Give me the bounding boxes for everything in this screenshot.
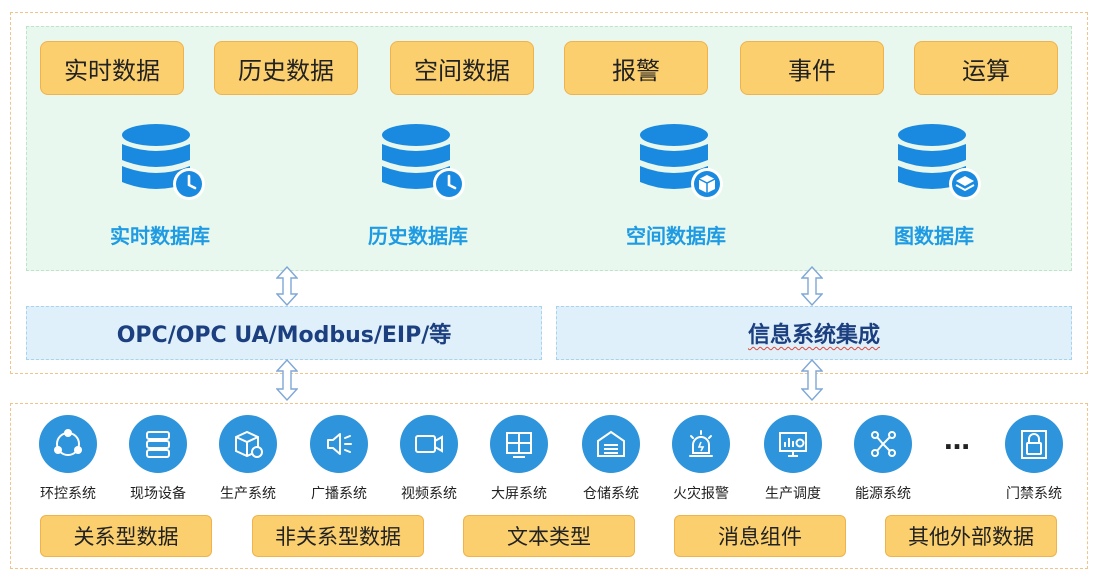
btn-nonrelational-data[interactable]: 非关系型数据 (252, 515, 424, 557)
btn-history-data[interactable]: 历史数据 (214, 41, 358, 95)
system-item-dispatch[interactable]: 生产调度 (748, 415, 838, 503)
system-label: 现场设备 (130, 486, 186, 502)
server-icon (129, 415, 187, 473)
warehouse-icon (582, 415, 640, 473)
screen-grid-icon (490, 415, 548, 473)
box-gear-icon (219, 415, 277, 473)
system-item-access[interactable]: 门禁系统 (989, 415, 1079, 503)
system-item-warehouse[interactable]: 仓储系统 (566, 415, 656, 503)
lock-icon (1005, 415, 1063, 473)
database-label-realtime: 实时数据库 (110, 224, 210, 248)
database-label-graph: 图数据库 (894, 224, 974, 248)
system-label: 生产系统 (220, 486, 276, 502)
system-item-env[interactable]: 环控系统 (23, 415, 113, 503)
monitor-chart-icon (764, 415, 822, 473)
upper-region (10, 12, 1088, 374)
system-item-energy[interactable]: 能源系统 (838, 415, 928, 503)
double-arrow-icon (801, 266, 823, 306)
btn-compute[interactable]: 运算 (914, 41, 1058, 95)
btn-relational-data[interactable]: 关系型数据 (40, 515, 212, 557)
database-icon-spatial (640, 124, 723, 200)
system-label: 生产调度 (765, 486, 821, 502)
lower-region (10, 403, 1088, 569)
share-nodes-icon (854, 415, 912, 473)
system-item-field[interactable]: 现场设备 (113, 415, 203, 503)
system-label: 视频系统 (401, 486, 457, 502)
btn-alarm[interactable]: 报警 (564, 41, 708, 95)
protocol-box: OPC/OPC UA/Modbus/EIP/等 (26, 306, 542, 360)
camera-icon (400, 415, 458, 473)
system-item-fire-alarm[interactable]: 火灾报警 (656, 415, 746, 503)
btn-spatial-data[interactable]: 空间数据 (390, 41, 534, 95)
double-arrow-icon (276, 266, 298, 306)
system-label: 大屏系统 (491, 486, 547, 502)
system-label: 仓储系统 (583, 486, 639, 502)
integration-label: 信息系统集成 (747, 323, 880, 348)
database-icon-graph (898, 124, 981, 200)
system-item-video[interactable]: 视频系统 (384, 415, 474, 503)
btn-message-component[interactable]: 消息组件 (674, 515, 846, 557)
database-label-history: 历史数据库 (368, 224, 468, 248)
btn-text-type[interactable]: 文本类型 (463, 515, 635, 557)
system-item-bigscreen[interactable]: 大屏系统 (474, 415, 564, 503)
database-icon-realtime (122, 124, 205, 200)
alarm-icon (672, 415, 730, 473)
btn-other-external-data[interactable]: 其他外部数据 (885, 515, 1057, 557)
database-panel (26, 26, 1072, 271)
system-label: 广播系统 (311, 486, 367, 502)
btn-realtime-data[interactable]: 实时数据 (40, 41, 184, 95)
speaker-icon (310, 415, 368, 473)
system-item-broadcast[interactable]: 广播系统 (294, 415, 384, 503)
ellipsis: … (944, 426, 970, 456)
double-arrow-icon (801, 359, 823, 401)
protocol-label: OPC/OPC UA/Modbus/EIP/等 (116, 323, 452, 348)
system-label: 火灾报警 (673, 486, 729, 502)
integration-box: 信息系统集成 (556, 306, 1072, 360)
system-label: 能源系统 (855, 486, 911, 502)
btn-event[interactable]: 事件 (740, 41, 884, 95)
system-item-production[interactable]: 生产系统 (203, 415, 293, 503)
system-label: 环控系统 (40, 486, 96, 502)
network-icon (39, 415, 97, 473)
system-label: 门禁系统 (1006, 486, 1062, 502)
database-icon-history (382, 124, 465, 200)
database-label-spatial: 空间数据库 (626, 224, 726, 248)
double-arrow-icon (276, 359, 298, 401)
